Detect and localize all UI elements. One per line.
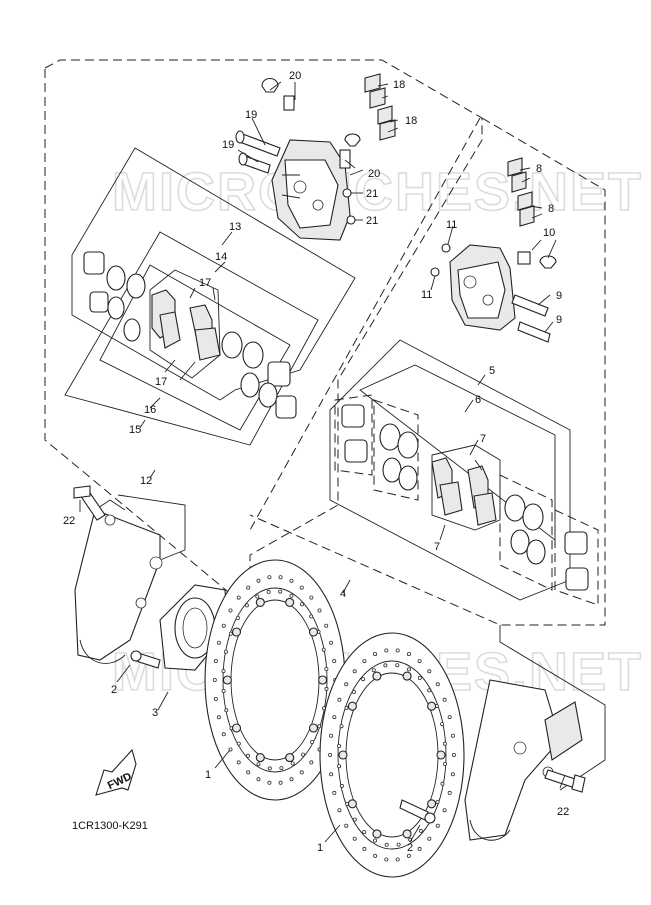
watermark-top: MICROFICHES.NET: [112, 162, 643, 222]
callout-5: 5: [489, 365, 495, 377]
callout-18a: 18: [393, 79, 405, 91]
callout-7b: 7: [434, 541, 440, 553]
left-pad-clip-18b: [377, 105, 396, 141]
callout-8b: 8: [548, 203, 554, 215]
right-caliper-body: [449, 244, 516, 331]
brake-disc-1-upper: [204, 559, 346, 801]
callout-10: 10: [543, 227, 555, 239]
right-bleed-screw-10: [517, 251, 557, 269]
right-seal-kit-outline-6: [359, 364, 556, 541]
left-assembly-outline-12: [117, 494, 186, 561]
callout-1a: 1: [205, 769, 211, 781]
callout-20a: 20: [289, 70, 301, 82]
right-washer-11b: [430, 267, 440, 277]
assembly-divider-dash: [249, 117, 481, 531]
left-washer-21b: [346, 215, 356, 225]
callout-3: 3: [152, 707, 158, 719]
callout-14: 14: [215, 251, 227, 263]
left-caliper-bolt-19a: [235, 130, 281, 157]
diagram-code: 1CR1300-K291: [72, 820, 148, 832]
right-seal-box-3: [499, 474, 553, 591]
callout-15: 15: [129, 424, 141, 436]
callout-8a: 8: [536, 163, 542, 175]
right-caliper-bolt-9b: [517, 321, 551, 343]
left-piston-set: [83, 251, 297, 419]
callout-20b: 20: [368, 168, 380, 180]
right-pad-clip-8a: [507, 157, 527, 193]
fwd-direction-arrow: FWD: [95, 748, 137, 796]
right-washer-11a: [441, 243, 451, 253]
right-brake-pads-7: [431, 457, 497, 526]
leader-lines: [79, 81, 566, 843]
left-bleed-screw-20b: [339, 133, 361, 169]
right-caliper-mount-bolt-22: [544, 769, 586, 793]
callout-18b: 18: [405, 115, 417, 127]
right-caliper-assembly-outline: [249, 117, 606, 626]
left-fork-leg: [74, 499, 163, 664]
left-caliper-bolt-19b: [238, 152, 271, 174]
callout-22a: 22: [63, 515, 75, 527]
callout-19b: 19: [222, 139, 234, 151]
left-brake-pads-17: [151, 289, 221, 361]
callout-22b: 22: [557, 806, 569, 818]
left-bleed-screw-20a: [261, 77, 295, 111]
callout-13: 13: [229, 221, 241, 233]
left-caliper-mount-bolt-22: [73, 485, 106, 521]
left-pad-clip-18a: [364, 73, 386, 109]
callout-1b: 1: [317, 842, 323, 854]
right-piston-set: [341, 404, 589, 591]
callout-labels: 20 18 18 19 19 20 21 21 8 8 11 10 9 9 11…: [63, 70, 569, 854]
callout-2a: 2: [111, 684, 117, 696]
callout-9b: 9: [556, 314, 562, 326]
callout-21b: 21: [366, 215, 378, 227]
callout-17b: 17: [155, 376, 167, 388]
disc-bolt-2-right: [399, 799, 436, 824]
callout-11a: 11: [446, 219, 457, 231]
callout-21a: 21: [366, 188, 378, 200]
callout-12: 12: [140, 475, 152, 487]
right-seal-box-4: [554, 509, 599, 606]
left-caliper-assembly-outline: [44, 59, 483, 612]
left-caliper-body: [271, 139, 351, 241]
callout-2b: 2: [407, 842, 413, 854]
brake-disc-1-lower: [319, 632, 465, 878]
hub-bolt-2-left: [130, 650, 161, 669]
callout-9a: 9: [556, 290, 562, 302]
callout-7a: 7: [480, 433, 486, 445]
right-fork-outline: [499, 625, 606, 791]
callout-6: 6: [475, 394, 481, 406]
left-washer-21a: [342, 188, 352, 198]
callout-11b: 11: [421, 289, 432, 301]
callout-16: 16: [144, 404, 156, 416]
right-caliper-bolt-9a: [511, 294, 549, 317]
callout-4: 4: [340, 588, 346, 600]
callout-17a: 17: [199, 277, 211, 289]
right-seal-box-2: [373, 399, 419, 501]
callout-19a: 19: [245, 109, 257, 121]
right-pad-clip-8b: [517, 191, 535, 227]
right-seal-box-1: [334, 394, 373, 476]
